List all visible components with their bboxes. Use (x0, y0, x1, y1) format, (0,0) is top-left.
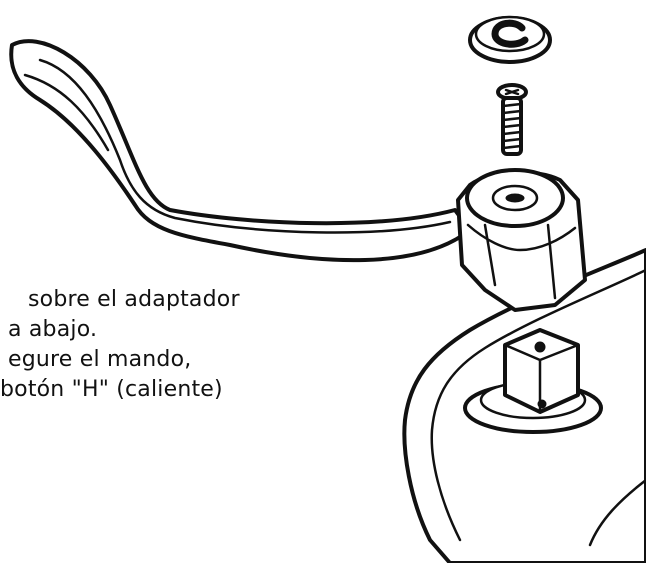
instruction-line-2: a abajo. (8, 317, 98, 342)
instruction-text: sobre el adaptador a abajo. egure el man… (0, 285, 360, 485)
screw-icon (496, 83, 528, 156)
index-cap-icon (468, 15, 552, 64)
instruction-line-4: botón "H" (caliente) (0, 377, 223, 402)
instruction-line-1: sobre el adaptador (28, 287, 240, 312)
lever-handle-icon (9, 39, 587, 312)
valve-adapter-icon (463, 328, 603, 434)
instruction-line-3: egure el mando, (8, 347, 192, 372)
